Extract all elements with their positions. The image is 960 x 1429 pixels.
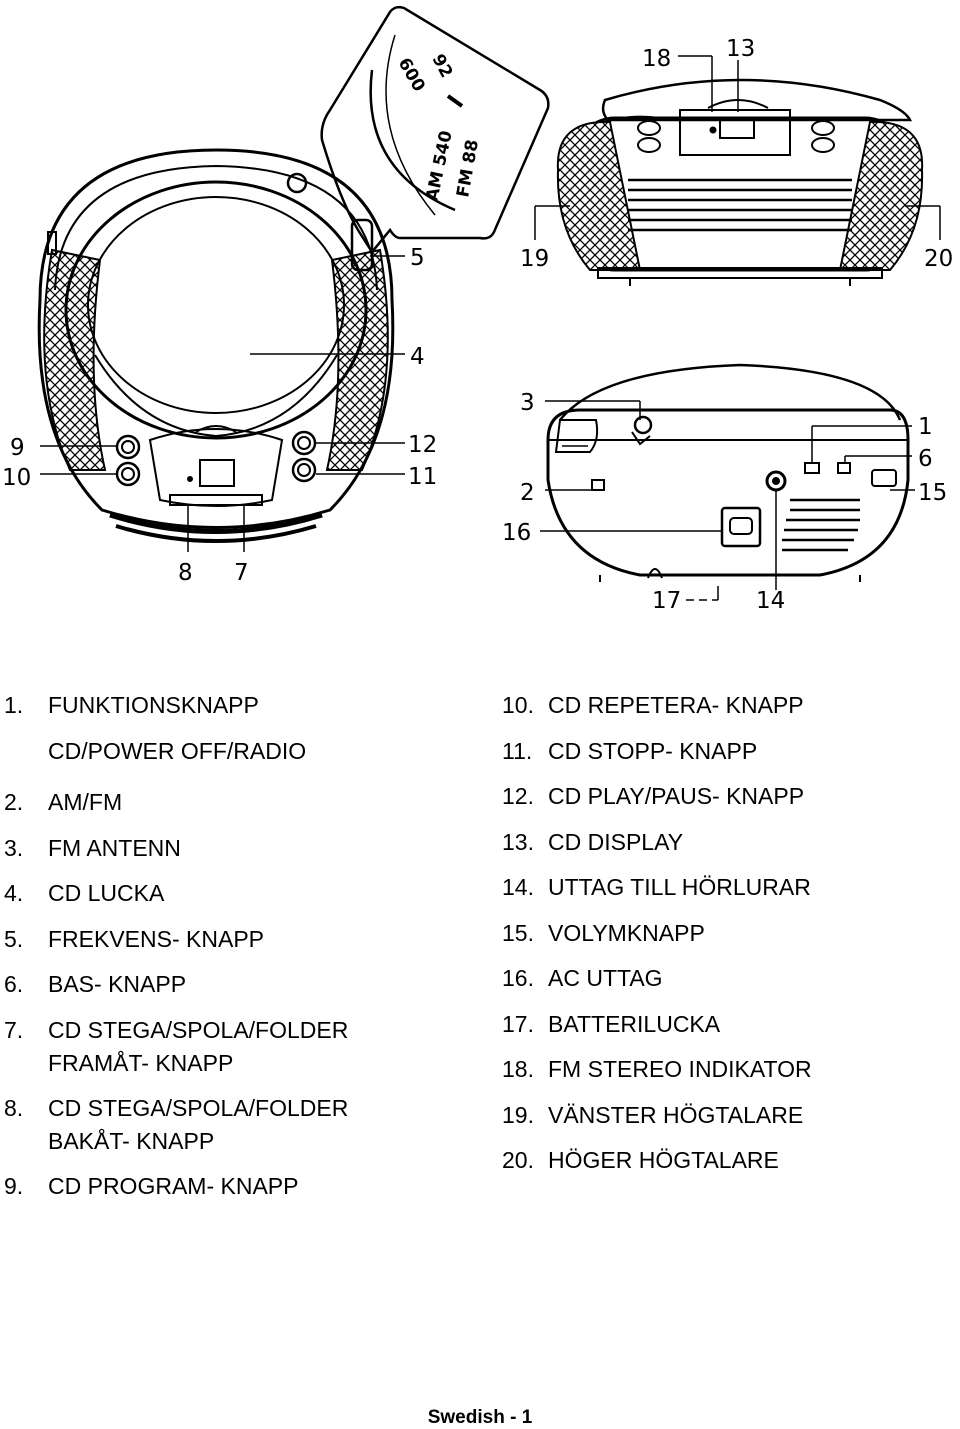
list-item: 16. AC UTTAG: [502, 956, 952, 1002]
callout-15: 15: [918, 480, 947, 506]
list-item: 13. CD DISPLAY: [502, 820, 952, 866]
list-item: 3. FM ANTENN: [4, 826, 474, 872]
callout-14: 14: [756, 588, 785, 614]
item-number: 16.: [502, 965, 534, 991]
item-text: CD DISPLAY: [548, 828, 684, 855]
parts-list-right: 10. CD REPETERA- KNAPP 11. CD STOPP- KNAPP…: [502, 683, 952, 1184]
callout-1: 1: [918, 414, 933, 440]
callout-6: 6: [918, 446, 933, 472]
item-number: 20.: [502, 1147, 534, 1173]
list-item: 14. UTTAG TILL HÖRLURAR: [502, 865, 952, 911]
item-number: 14.: [502, 874, 534, 900]
item-text: FM ANTENN: [48, 834, 181, 861]
product-diagram: 600 92 AM 540 FM 88 5 4 9 10 12 11 8 7: [2, 5, 953, 614]
list-item: 20. HÖGER HÖGTALARE: [502, 1138, 952, 1184]
list-item: 5. FREKVENS- KNAPP: [4, 917, 474, 963]
list-item: 18. FM STEREO INDIKATOR: [502, 1047, 952, 1093]
item-number: 13.: [502, 828, 534, 855]
callout-11: 11: [408, 464, 437, 490]
callout-19: 19: [520, 246, 549, 272]
item-text: FM STEREO INDIKATOR: [548, 1056, 812, 1082]
item-text: AM/FM: [48, 789, 123, 815]
item-number: 8.: [4, 1094, 24, 1121]
callout-3: 3: [520, 390, 535, 416]
item-text: AC UTTAG: [548, 965, 663, 991]
list-item: 9. CD PROGRAM- KNAPP: [4, 1164, 474, 1210]
list-item: 10. CD REPETERA- KNAPP: [502, 683, 952, 729]
callout-5: 5: [410, 245, 425, 271]
list-item: 2. AM/FM: [4, 780, 474, 826]
item-number: 6.: [4, 971, 24, 997]
list-item: 12. CD PLAY/PAUS- KNAPP: [502, 774, 952, 820]
top-leader-lines: [534, 55, 941, 240]
tuning-scale-bubble: [320, 5, 550, 255]
callout-7: 7: [234, 560, 249, 586]
parts-list-left: 1. FUNKTIONSKNAPP CD/POWER OFF/RADIO 2. AM…: [4, 683, 474, 1209]
item-number: 9.: [4, 1172, 24, 1199]
item-number: 19.: [502, 1101, 534, 1128]
item-number: 7.: [4, 1016, 24, 1043]
item-text: CD STEGA/SPOLA/FOLDER FRAMÅT- KNAPP: [48, 1016, 349, 1076]
page-footer: Swedish - 1: [427, 1407, 533, 1428]
item-text: CD STEGA/SPOLA/FOLDER BAKÅT- KNAPP: [48, 1094, 349, 1154]
callout-8: 8: [178, 560, 193, 586]
item-text: CD PROGRAM- KNAPP: [48, 1172, 299, 1199]
list-item: 15. VOLYMKNAPP: [502, 911, 952, 957]
callout-16: 16: [502, 520, 531, 546]
callout-13: 13: [726, 36, 755, 62]
top-view-drawing: [556, 78, 924, 286]
item-number: 2.: [4, 789, 24, 815]
item-text: VÄNSTER HÖGTALARE: [548, 1101, 804, 1128]
item-number: 4.: [4, 880, 24, 906]
callout-4: 4: [410, 344, 425, 370]
callout-10: 10: [2, 465, 31, 491]
front-leader-lines: [40, 255, 405, 552]
scale-label-am540: AM 540: [422, 129, 456, 203]
item-number: 18.: [502, 1056, 534, 1082]
callout-17: 17: [652, 588, 681, 614]
item-text: CD STOPP- KNAPP: [548, 737, 758, 764]
item-text: BATTERILUCKA: [548, 1010, 721, 1037]
list-item: 8. CD STEGA/SPOLA/FOLDER BAKÅT- KNAPP: [4, 1086, 474, 1164]
list-item: 7. CD STEGA/SPOLA/FOLDER FRAMÅT- KNAPP: [4, 1008, 474, 1086]
item-number: 5.: [4, 925, 24, 952]
item-number: 17.: [502, 1010, 534, 1037]
callout-9: 9: [10, 435, 25, 461]
item-number: 1.: [4, 692, 24, 718]
scale-label-fm88: FM 88: [453, 138, 483, 199]
item-text: BAS- KNAPP: [48, 971, 187, 997]
scale-label-600: 600: [394, 55, 429, 96]
item-text: VOLYMKNAPP: [548, 919, 705, 946]
item-number: 12.: [502, 783, 534, 809]
item-text: CD PLAY/PAUS- KNAPP: [548, 783, 805, 809]
list-item: 11. CD STOPP- KNAPP: [502, 729, 952, 775]
list-item: 4. CD LUCKA: [4, 871, 474, 917]
list-item: 19. VÄNSTER HÖGTALARE: [502, 1093, 952, 1139]
back-leader-lines: [540, 400, 915, 601]
item-text: FREKVENS- KNAPP: [48, 925, 264, 952]
item-text: FUNKTIONSKNAPP CD/POWER OFF/RADIO: [48, 692, 307, 764]
item-text: UTTAG TILL HÖRLURAR: [548, 874, 811, 900]
item-number: 10.: [502, 692, 534, 718]
list-item: 1. FUNKTIONSKNAPP CD/POWER OFF/RADIO: [4, 683, 474, 780]
item-number: 15.: [502, 919, 534, 946]
scale-label-92: 92: [428, 51, 457, 81]
item-number: 11.: [502, 737, 533, 764]
callout-12: 12: [408, 432, 437, 458]
callout-20: 20: [924, 246, 953, 272]
back-view-drawing: [546, 363, 910, 582]
list-item: 6. BAS- KNAPP: [4, 962, 474, 1008]
item-number: 3.: [4, 834, 24, 861]
front-view-drawing: [37, 148, 395, 543]
callout-2: 2: [520, 480, 535, 506]
item-text: HÖGER HÖGTALARE: [548, 1147, 779, 1173]
list-item: 17. BATTERILUCKA: [502, 1002, 952, 1048]
item-text: CD REPETERA- KNAPP: [548, 692, 804, 718]
item-text: CD LUCKA: [48, 880, 165, 906]
callout-18: 18: [642, 46, 671, 72]
